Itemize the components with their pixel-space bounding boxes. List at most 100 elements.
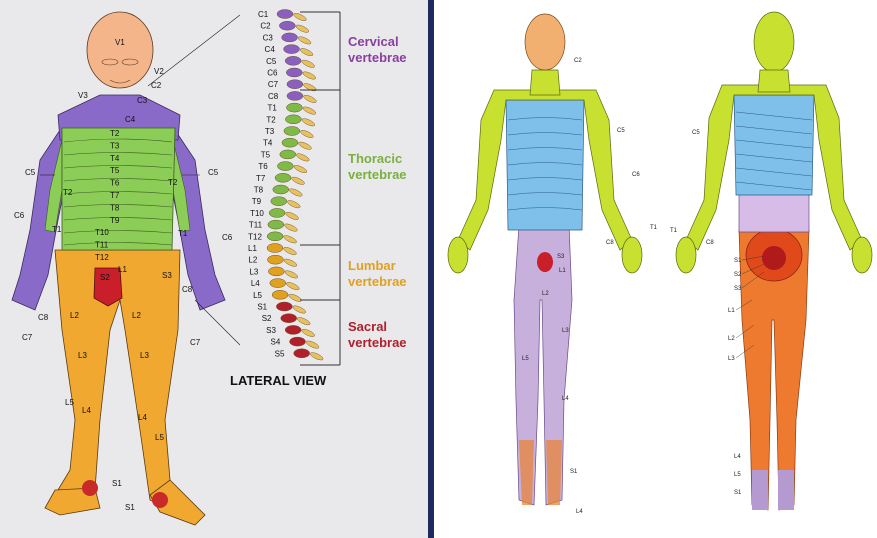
- vertebra-s2: [281, 314, 297, 323]
- vertebra-s1: [276, 302, 292, 311]
- label-c8-left: C8: [38, 313, 49, 322]
- right-diagram-svg: C2 C5 C6 C8 T1 S3 L1 L2 L3 L4 L5 S1 L4: [434, 0, 877, 538]
- spinous-process-l2: [283, 257, 298, 267]
- spinous-process-l3: [284, 269, 299, 279]
- vertebra-c6: [286, 68, 302, 77]
- front-label-l4: L4: [562, 396, 569, 402]
- back-label-s2: S2: [734, 272, 742, 278]
- spinous-process-s2: [296, 316, 311, 326]
- spine-label-t12: T12: [248, 232, 262, 241]
- front-label-t1: T1: [650, 225, 658, 231]
- front-head: [525, 14, 565, 70]
- back-label-t1: T1: [670, 228, 678, 234]
- trunk-label-t12: T12: [95, 253, 109, 262]
- back-label-c5: C5: [692, 130, 700, 136]
- front-label-l1: L1: [559, 268, 566, 274]
- head: [87, 12, 153, 88]
- spinous-process-l4: [285, 281, 300, 291]
- vertebra-c7: [287, 80, 303, 89]
- region-cervical-line1: Cervical: [348, 34, 399, 49]
- dermatome-lateral-diagram: V1 V2 V3 C2 C3 C4 C5 C5 C6 C6 C7 C7 C8 C…: [0, 0, 428, 538]
- spine-label-c4: C4: [265, 45, 276, 54]
- vertebra-s3: [285, 325, 301, 334]
- spinous-process-c1: [293, 12, 308, 22]
- spinous-process-t11: [283, 222, 298, 232]
- spine-label-s3: S3: [266, 326, 276, 335]
- vertebra-t8: [273, 185, 289, 194]
- vertebra-c2: [279, 21, 295, 30]
- spine-label-c5: C5: [266, 57, 277, 66]
- region-lumbar-line1: Lumbar: [348, 258, 396, 273]
- back-label-s1: S1: [734, 258, 742, 264]
- trunk-label-t11: T11: [95, 241, 109, 250]
- spine-label-l5: L5: [253, 291, 262, 300]
- vertebra-t6: [277, 162, 293, 171]
- spine-label-s1: S1: [257, 303, 267, 312]
- spinous-process-t1: [302, 105, 317, 115]
- back-label-s1-foot: S1: [734, 490, 742, 496]
- spinous-process-t12: [283, 234, 298, 244]
- front-label-l3: L3: [562, 328, 569, 334]
- front-label-c8: C8: [606, 240, 614, 246]
- label-c7-left: C7: [22, 333, 33, 342]
- vertebra-c3: [282, 33, 298, 42]
- label-t2-left-arm: T2: [63, 188, 73, 197]
- spine-label-t6: T6: [258, 162, 268, 171]
- vertebra-c4: [284, 45, 300, 54]
- left-diagram-svg: V1 V2 V3 C2 C3 C4 C5 C5 C6 C6 C7 C7 C8 C…: [0, 0, 428, 538]
- spine-label-l1: L1: [248, 244, 257, 253]
- spine-label-t1: T1: [267, 104, 277, 113]
- vertebra-l5: [272, 290, 288, 299]
- region-lumbar-line2: vertebrae: [348, 274, 407, 289]
- spinous-process-t9: [286, 199, 301, 209]
- vertebra-l2: [267, 255, 283, 264]
- label-l3-right: L3: [140, 351, 149, 360]
- back-label-s3: S3: [734, 286, 742, 292]
- vertebra-c1: [277, 10, 293, 19]
- dermatome-front-back-diagram: C2 C5 C6 C8 T1 S3 L1 L2 L3 L4 L5 S1 L4: [434, 0, 877, 538]
- spinous-process-t5: [295, 152, 310, 162]
- vertebra-t10: [269, 208, 285, 217]
- back-figure: C5 C8 T1 S1 S2 S3 L1 L2 L3 L4 L5 S1: [670, 12, 872, 510]
- trunk-label-t3: T3: [110, 141, 120, 150]
- label-s1-a: S1: [112, 479, 122, 488]
- back-head: [754, 12, 794, 72]
- spinous-process-t6: [293, 164, 308, 174]
- spinous-process-s5: [309, 351, 324, 361]
- spinous-process-c4: [299, 47, 314, 57]
- vertebra-t7: [275, 173, 291, 182]
- label-s1-b: S1: [125, 503, 135, 512]
- spinous-process-s3: [301, 328, 316, 338]
- trunk-label-t10: T10: [95, 228, 109, 237]
- back-label-l1: L1: [728, 308, 735, 314]
- lateral-view-caption: LATERAL VIEW: [230, 373, 327, 388]
- spinous-process-c5: [301, 59, 316, 69]
- vertebra-t5: [280, 150, 296, 159]
- spinous-process-t3: [299, 129, 314, 139]
- label-l4-right: L4: [138, 413, 147, 422]
- vertebra-s5: [294, 349, 310, 358]
- back-label-l5: L5: [734, 472, 741, 478]
- vertebra-l3: [268, 267, 284, 276]
- spine-label-t9: T9: [252, 197, 262, 206]
- label-c6-left: C6: [14, 211, 25, 220]
- region-thoracic-line1: Thoracic: [348, 151, 402, 166]
- label-l2-right: L2: [132, 311, 141, 320]
- label-v3: V3: [78, 91, 88, 100]
- spine-label-t7: T7: [256, 174, 266, 183]
- spine-label-t5: T5: [261, 150, 271, 159]
- spinous-process-s1: [292, 304, 307, 314]
- spinous-process-t10: [285, 211, 300, 221]
- label-c6-right: C6: [222, 233, 233, 242]
- s1-spot-right: [152, 492, 168, 508]
- spine-label-l4: L4: [251, 279, 260, 288]
- front-label-l2: L2: [542, 291, 549, 297]
- label-v1: V1: [115, 38, 125, 47]
- front-label-c6: C6: [632, 172, 640, 178]
- spine-label-c8: C8: [268, 92, 279, 101]
- spine-label-s5: S5: [275, 349, 285, 358]
- region-thoracic-line2: vertebrae: [348, 167, 407, 182]
- trunk-label-t9: T9: [110, 216, 120, 225]
- label-c3-face: C3: [137, 96, 148, 105]
- spine-label-t2: T2: [266, 115, 276, 124]
